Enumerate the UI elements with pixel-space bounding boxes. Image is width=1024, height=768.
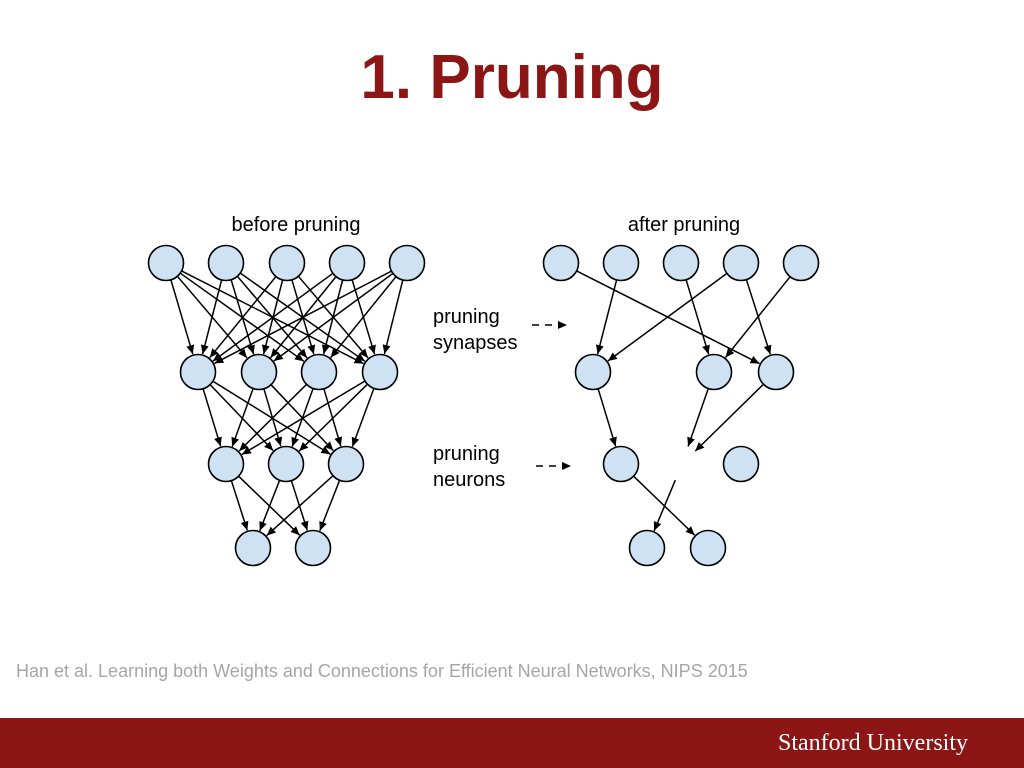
before-neuron-node bbox=[179, 353, 217, 391]
after-neuron-node bbox=[574, 353, 612, 391]
before-synapse-edge bbox=[273, 272, 394, 362]
pruning-neurons-label-line2: neurons bbox=[433, 469, 505, 491]
before-neuron-node bbox=[267, 445, 305, 483]
before-pruning-label: before pruning bbox=[232, 214, 361, 236]
before-neuron-node bbox=[240, 353, 278, 391]
after-synapse-edge bbox=[694, 383, 765, 452]
before-synapse-edge bbox=[230, 480, 249, 531]
before-synapse-edge bbox=[298, 383, 369, 452]
before-synapse-edge bbox=[319, 480, 341, 532]
after-synapse-edge bbox=[685, 279, 710, 355]
after-neuron-node bbox=[782, 244, 820, 282]
before-neuron-node bbox=[268, 244, 306, 282]
pruning-neurons-label-line1: pruning bbox=[433, 443, 500, 465]
before-neuron-node bbox=[327, 445, 365, 483]
before-synapse-edge bbox=[351, 388, 375, 447]
footer-bar: Stanford University bbox=[0, 718, 1024, 768]
before-neuron-node bbox=[147, 244, 185, 282]
after-synapse-edge bbox=[653, 479, 676, 532]
after-neuron-node bbox=[757, 353, 795, 391]
before-neuron-node bbox=[207, 445, 245, 483]
after-neuron-node bbox=[602, 445, 640, 483]
before-synapse-edge bbox=[259, 480, 281, 532]
before-synapse-edge bbox=[212, 380, 331, 455]
before-synapse-edge bbox=[200, 279, 223, 355]
citation: Han et al. Learning both Weights and Con… bbox=[16, 661, 748, 681]
before-synapse-edge bbox=[241, 380, 366, 456]
after-neuron-node bbox=[602, 244, 640, 282]
before-synapse-edge bbox=[330, 276, 397, 359]
before-neuron-node bbox=[328, 244, 366, 282]
before-synapse-edge bbox=[382, 279, 404, 355]
before-network-nodes bbox=[147, 244, 426, 567]
before-synapse-edge bbox=[209, 384, 274, 452]
after-synapse-edge bbox=[745, 279, 772, 355]
before-synapse-edge bbox=[238, 383, 308, 452]
pruning-synapses-label-line1: pruning bbox=[433, 306, 500, 328]
after-pruning-label: after pruning bbox=[628, 214, 740, 236]
before-neuron-node bbox=[361, 353, 399, 391]
after-neuron-node bbox=[628, 529, 666, 567]
after-network-nodes bbox=[542, 244, 820, 567]
after-neuron-node bbox=[695, 353, 733, 391]
after-synapse-edge bbox=[687, 388, 710, 447]
after-synapse-edge bbox=[607, 272, 728, 362]
before-neuron-node bbox=[207, 244, 245, 282]
before-network-edges bbox=[170, 270, 404, 537]
before-synapse-edge bbox=[231, 388, 254, 447]
before-neuron-node bbox=[234, 529, 272, 567]
after-neuron-node bbox=[689, 529, 727, 567]
before-synapse-edge bbox=[323, 388, 343, 447]
before-synapse-edge bbox=[202, 388, 222, 447]
before-neuron-node bbox=[294, 529, 332, 567]
before-neuron-node bbox=[300, 353, 338, 391]
before-synapse-edge bbox=[170, 279, 195, 355]
after-synapse-edge bbox=[597, 388, 617, 447]
stanford-logo: Stanford University bbox=[778, 730, 968, 756]
after-neuron-node bbox=[722, 244, 760, 282]
after-neuron-node bbox=[662, 244, 700, 282]
before-synapse-edge bbox=[209, 276, 277, 359]
after-neuron-node bbox=[722, 445, 760, 483]
before-synapse-edge bbox=[212, 272, 334, 362]
after-synapse-edge bbox=[595, 279, 618, 355]
before-synapse-edge bbox=[266, 475, 334, 537]
pruning-synapses-label-line2: synapses bbox=[433, 332, 518, 354]
slide-title: 1. Pruning bbox=[360, 43, 664, 112]
after-network-edges bbox=[576, 270, 791, 536]
before-synapse-edge bbox=[214, 270, 392, 365]
before-neuron-node bbox=[388, 244, 426, 282]
after-neuron-node bbox=[542, 244, 580, 282]
